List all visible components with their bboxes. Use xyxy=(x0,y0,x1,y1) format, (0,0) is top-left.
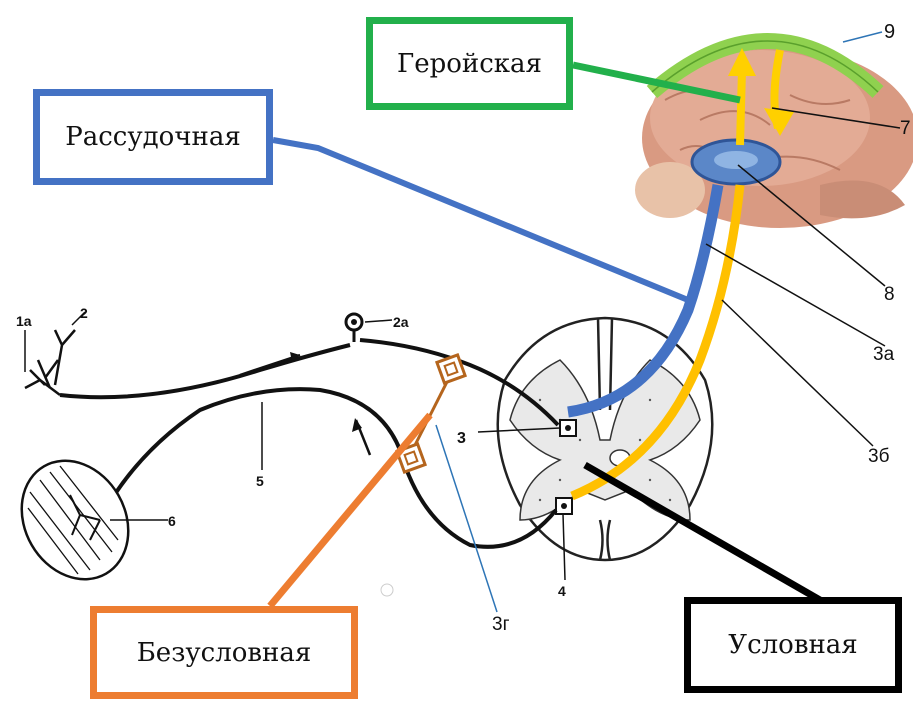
uncond-connector xyxy=(270,415,430,606)
conditioned-label: Условная xyxy=(728,630,857,660)
callout-2a: 2a xyxy=(393,314,409,330)
unconditioned-neuron xyxy=(410,372,452,455)
callout-3b: 3б xyxy=(868,446,890,467)
callout-leader-9 xyxy=(843,32,882,42)
heroic-label: Геройская xyxy=(397,49,542,79)
callout-5: 5 xyxy=(256,473,264,489)
reason-label: Рассудочная xyxy=(65,122,241,152)
callout-9: 9 xyxy=(884,21,895,43)
unconditioned-label-box: Безусловная xyxy=(90,606,358,699)
reflex-arc-pathway xyxy=(60,340,558,547)
callout-2: 2 xyxy=(80,305,88,321)
gray-matter xyxy=(510,360,700,520)
callout-8: 8 xyxy=(884,284,895,305)
callout-3: 3 xyxy=(457,430,466,447)
cond-connector xyxy=(585,465,820,600)
heroic-label-box: Геройская xyxy=(366,17,573,110)
callout-7: 7 xyxy=(900,118,911,139)
afferent-direction-arrow xyxy=(240,355,300,375)
callout-1a: 1a xyxy=(16,313,32,329)
conditioned-label-box: Условная xyxy=(684,597,902,693)
reason-connector xyxy=(273,140,688,300)
receptor-1a xyxy=(25,330,75,395)
callout-leader-3g xyxy=(436,425,497,612)
callout-3a: 3a xyxy=(873,344,895,365)
callout-4: 4 xyxy=(558,583,566,599)
unconditioned-label: Безусловная xyxy=(137,638,312,668)
callout-3g: 3г xyxy=(492,614,510,635)
reason-label-box: Рассудочная xyxy=(33,89,273,185)
callout-6: 6 xyxy=(168,513,176,529)
